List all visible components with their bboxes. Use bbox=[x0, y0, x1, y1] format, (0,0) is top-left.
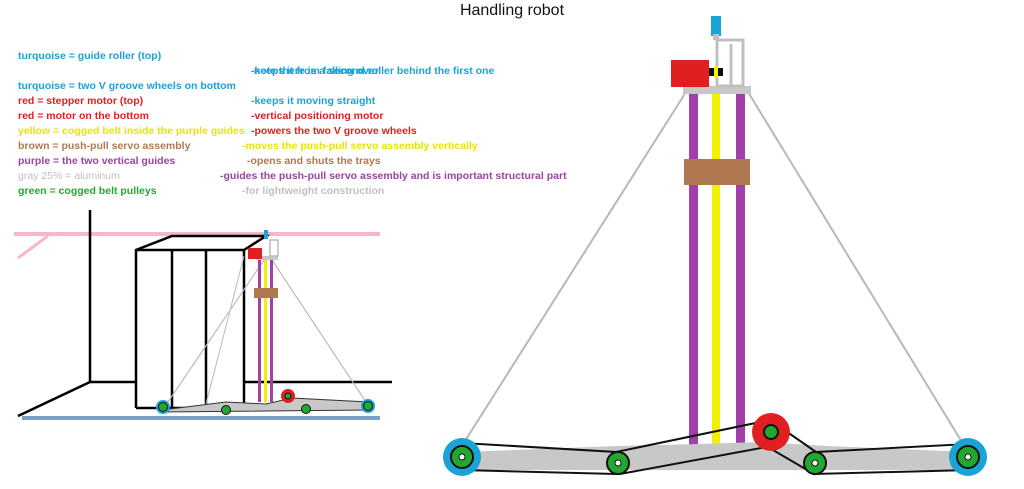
legend-key: turquoise = two V groove wheels on botto… bbox=[18, 80, 236, 93]
legend-key: gray 25% = aluminum bbox=[18, 170, 120, 183]
robot-small bbox=[156, 230, 375, 415]
legend-row: red = stepper motor (top) -vertical posi… bbox=[18, 79, 383, 140]
push-pull-servo-assembly bbox=[684, 159, 750, 185]
legend-row: gray 25% = aluminum -for lightweight con… bbox=[18, 154, 384, 215]
legend-row: turquoise = guide roller (top) -keeps it… bbox=[18, 34, 379, 95]
guide-roller bbox=[711, 16, 721, 36]
right-vertical-guide bbox=[736, 94, 745, 446]
legend-desc: -guides the push-pull servo assembly and… bbox=[220, 170, 567, 183]
legend-desc: -opens and shuts the trays bbox=[247, 155, 381, 168]
legend-key: yellow = cogged belt inside the purple g… bbox=[18, 125, 245, 138]
pink-rail-brace bbox=[17, 234, 49, 260]
legend-key: red = stepper motor (top) bbox=[18, 95, 144, 108]
legend-row: note there is a second roller behind the… bbox=[18, 49, 494, 95]
legend-desc: note there is a second roller behind the… bbox=[251, 65, 495, 78]
right-strut bbox=[747, 91, 969, 453]
left-vertical-guide bbox=[689, 94, 698, 446]
legend-row: green = cogged belt pulleys bbox=[18, 169, 157, 215]
left-strut bbox=[457, 91, 687, 453]
legend-desc: -keeps it moving straight bbox=[251, 95, 376, 108]
legend-desc: -vertical positioning motor bbox=[251, 110, 384, 123]
legend-row: turquoise = two V groove wheels on botto… bbox=[18, 64, 375, 125]
legend-key: green = cogged belt pulleys bbox=[18, 185, 157, 198]
legend-desc: -keeps it from falling over bbox=[251, 65, 379, 78]
legend-row: brown = push-pull servo assembly -opens … bbox=[18, 124, 381, 185]
context-drawing bbox=[14, 210, 392, 420]
diagram-title: Handling robot bbox=[459, 2, 565, 19]
room-walls bbox=[17, 210, 392, 418]
motor-pulley bbox=[763, 424, 779, 440]
legend-key: turquoise = guide roller (top) bbox=[18, 50, 162, 63]
legend-desc: -moves the push-pull servo assembly vert… bbox=[242, 140, 478, 153]
legend-desc: -for lightweight construction bbox=[242, 185, 385, 198]
legend-row: red = motor on the bottom -powers the tw… bbox=[18, 94, 417, 155]
legend-row: purple = the two vertical guides -guides… bbox=[18, 139, 567, 200]
stepper-motor bbox=[671, 60, 709, 87]
legend-key: brown = push-pull servo assembly bbox=[18, 140, 191, 153]
legend-key: red = motor on the bottom bbox=[18, 110, 149, 123]
cogged-belt bbox=[712, 94, 720, 446]
top-plate bbox=[683, 86, 751, 94]
legend-key: purple = the two vertical guides bbox=[18, 155, 176, 168]
robot-large bbox=[443, 16, 987, 476]
legend-desc: -powers the two V groove wheels bbox=[251, 125, 417, 138]
legend-row: yellow = cogged belt inside the purple g… bbox=[18, 109, 478, 170]
